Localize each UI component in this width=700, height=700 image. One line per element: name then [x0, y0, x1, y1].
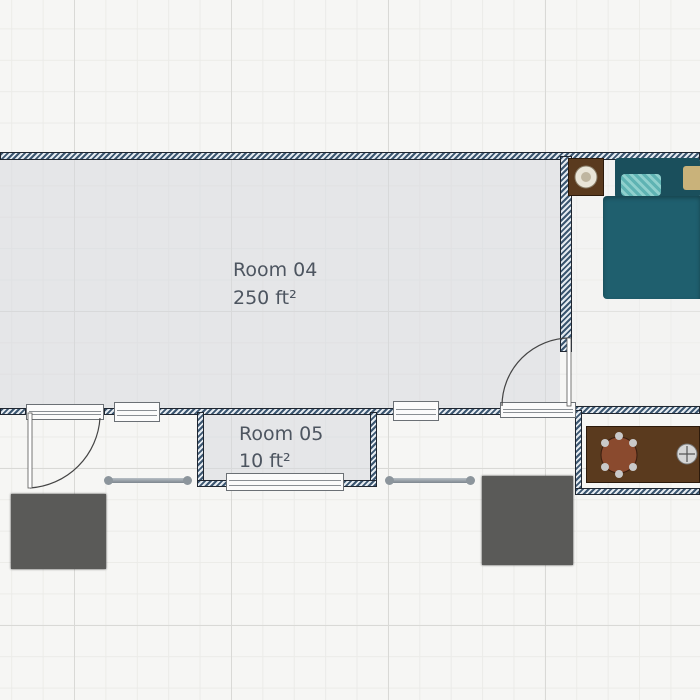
lamp-icon — [574, 165, 598, 189]
window-icon — [29, 410, 101, 416]
window-bottom-small-1[interactable] — [114, 402, 160, 422]
window-bottom-left[interactable] — [26, 404, 104, 420]
wall-cabinet-left[interactable] — [575, 410, 582, 495]
room-05-area-label: 10 ft² — [239, 450, 291, 472]
dark-block-left[interactable] — [11, 494, 106, 569]
cushion-icon — [683, 166, 700, 190]
lamp-icon — [676, 443, 698, 465]
room-05-name: Room 05 — [239, 423, 324, 445]
sofa-icon[interactable] — [603, 158, 700, 299]
wall-room05-bottom-left[interactable] — [197, 480, 227, 487]
wall-room05-right[interactable] — [370, 412, 377, 486]
curtain-rail-icon[interactable] — [385, 476, 475, 485]
wall-cabinet-bottom[interactable] — [575, 488, 700, 495]
nightstand[interactable] — [568, 158, 604, 196]
window-bottom-small-2[interactable] — [393, 401, 439, 421]
wall-room04-right-upper[interactable] — [560, 156, 572, 352]
wall-bottom-right[interactable] — [575, 406, 700, 414]
window-icon — [117, 410, 157, 416]
wall-room05-left[interactable] — [197, 412, 204, 486]
door-icon[interactable] — [498, 334, 578, 410]
window-room05-bottom[interactable] — [226, 473, 344, 491]
sofa-seat — [603, 196, 700, 299]
door-icon[interactable] — [20, 410, 110, 495]
table-icon — [600, 432, 638, 478]
room-05-area[interactable] — [203, 414, 371, 480]
cabinet-icon[interactable] — [586, 426, 700, 483]
curtain-rail-icon[interactable] — [104, 476, 192, 485]
window-door-frame[interactable] — [500, 402, 576, 418]
window-icon — [503, 408, 573, 414]
dark-block-right[interactable] — [482, 476, 573, 565]
wall-room05-bottom-right[interactable] — [343, 480, 377, 487]
cushion-icon — [621, 174, 661, 196]
room-04-name: Room 04 — [233, 259, 318, 281]
room-04-area-label: 250 ft² — [233, 287, 297, 309]
wall-bottom-left[interactable] — [0, 408, 26, 415]
wall-bottom-mid-3[interactable] — [437, 408, 501, 415]
window-icon — [229, 480, 341, 486]
wall-bottom-mid-2[interactable] — [158, 408, 394, 415]
room-04-area[interactable] — [0, 160, 560, 408]
window-icon — [396, 409, 436, 415]
